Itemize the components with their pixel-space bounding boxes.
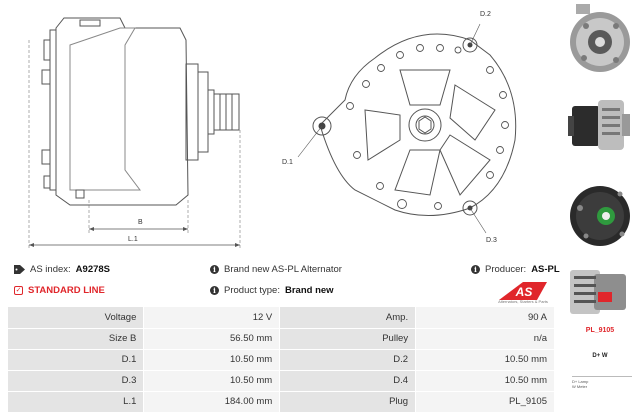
spec-label: Amp.: [279, 307, 417, 329]
spec-label: Pulley: [279, 328, 417, 350]
standard-line-label: STANDARD LINE: [28, 285, 105, 296]
spec-label: Voltage: [8, 307, 145, 329]
thumb-rear-view[interactable]: [564, 178, 636, 254]
spec-label: Plug: [279, 391, 417, 413]
logo-tagline: Alternators, Starters & Parts: [498, 299, 548, 304]
info-icon: i: [471, 265, 480, 274]
spec-value: 12 V: [143, 307, 281, 329]
as-index-row: AS index: A9278S: [14, 264, 110, 275]
terminal-legend: D+ Lamp W Meter: [572, 376, 632, 389]
spec-value: 56.50 mm: [143, 328, 281, 350]
info-icon: i: [210, 265, 219, 274]
spec-value: n/a: [415, 328, 555, 350]
table-row: Size B 56.50 mm Pulley n/a: [8, 328, 555, 350]
spec-value: 184.00 mm: [143, 391, 281, 413]
spec-value: 10.50 mm: [415, 370, 555, 392]
spec-label: D.1: [8, 349, 145, 371]
spec-label: L.1: [8, 391, 145, 413]
product-type-label: Product type:: [224, 285, 280, 296]
as-pl-logo: AS: [493, 280, 555, 302]
brand-new-row: i Brand new AS-PL Alternator: [210, 264, 342, 275]
thumb-front-view[interactable]: [564, 2, 636, 80]
dim-label-d1: D.1: [282, 159, 293, 166]
dim-label-l1: L.1: [128, 236, 138, 243]
producer-value: AS-PL: [531, 264, 560, 275]
dim-label-d3: D.3: [486, 237, 497, 244]
checkbox-icon: ✓: [14, 286, 23, 295]
producer-label: Producer:: [485, 264, 527, 275]
table-row: Voltage 12 V Amp. 90 A: [8, 307, 555, 329]
table-row: D.3 10.50 mm D.4 10.50 mm: [8, 370, 555, 392]
table-row: L.1 184.00 mm Plug PL_9105: [8, 391, 555, 413]
product-type-row: i Product type: Brand new: [210, 285, 334, 296]
terminal-legend-line-1: D+ Lamp: [572, 379, 589, 384]
thumb-plug-view[interactable]: [564, 262, 636, 322]
specs-table: Voltage 12 V Amp. 90 A Size B 56.50 mm P…: [8, 307, 555, 413]
spec-value: 10.50 mm: [143, 370, 281, 392]
logo-text: AS: [515, 285, 533, 299]
spec-value: 90 A: [415, 307, 555, 329]
product-thumbnails: PL_9105 D+ W D+ Lamp W Meter: [560, 0, 640, 415]
spec-label: D.2: [279, 349, 417, 371]
thumb-side-view[interactable]: [564, 90, 636, 160]
standard-line-row: ✓ STANDARD LINE: [14, 285, 105, 296]
as-index-label: AS index:: [30, 264, 71, 275]
as-index-value: A9278S: [75, 264, 111, 275]
terminal-legend-line-2: W Meter: [572, 384, 588, 389]
spec-value: 10.50 mm: [415, 349, 555, 371]
product-type-value: Brand new: [284, 285, 334, 296]
table-row: D.1 10.50 mm D.2 10.50 mm: [8, 349, 555, 371]
spec-label: Size B: [8, 328, 145, 350]
spec-value: PL_9105: [415, 391, 555, 413]
plug-terminals: D+ W: [592, 353, 608, 359]
info-icon: i: [210, 286, 219, 295]
tag-icon: [14, 265, 25, 274]
spec-label: D.4: [279, 370, 417, 392]
dim-label-b: B: [138, 219, 143, 226]
plug-caption: PL_9105: [585, 327, 615, 334]
spec-label: D.3: [8, 370, 145, 392]
technical-drawing: B L.1: [28, 11, 517, 248]
spec-value: 10.50 mm: [143, 349, 281, 371]
producer-row: i Producer: AS-PL: [471, 264, 560, 275]
dim-label-d2: D.2: [480, 11, 491, 18]
alternator-drawing-svg: B L.1: [28, 11, 517, 248]
brand-new-text: Brand new AS-PL Alternator: [224, 264, 342, 275]
